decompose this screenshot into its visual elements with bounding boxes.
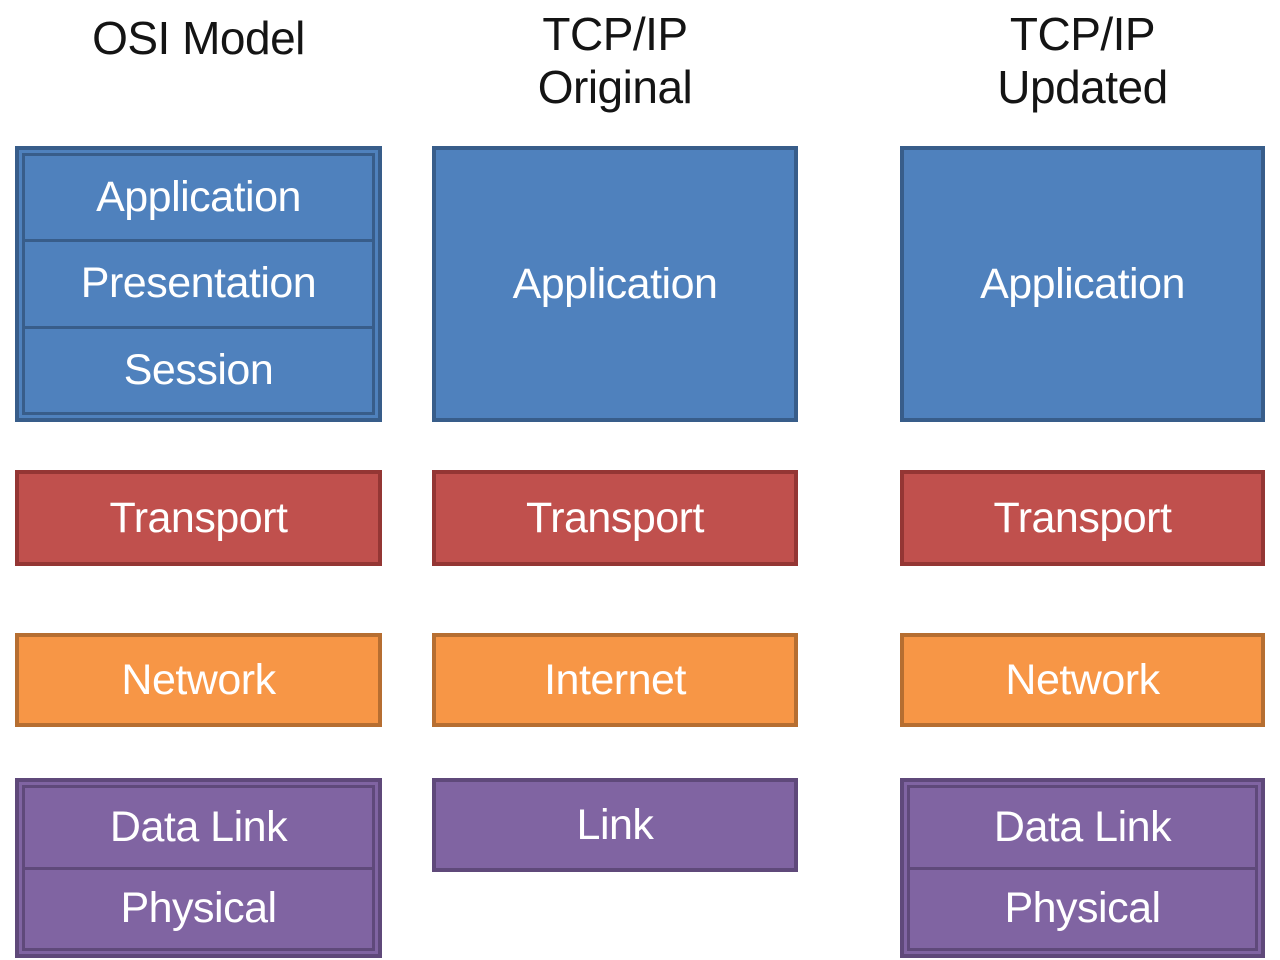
title-line: Original [537,61,693,113]
tcpip-upd-layer-network: Network [900,633,1265,727]
layer-data-link: Data Link [907,785,1258,870]
column-title-tcpip-original: TCP/IP Original [432,8,798,114]
layer-physical: Physical [22,866,375,951]
layer-session: Session [22,325,375,415]
osi-layer-transport: Transport [15,470,382,566]
tcpip-orig-layer-transport: Transport [432,470,798,566]
osi-layer-network: Network [15,633,382,727]
tcpip-orig-layer-application: Application [432,146,798,422]
column-title-osi-model: OSI Model [15,12,382,65]
tcpip-upd-lower-layers-group: Data Link Physical [900,778,1265,958]
tcpip-orig-layer-link: Link [432,778,798,872]
osi-upper-layers-group: Application Presentation Session [15,146,382,422]
layer-data-link: Data Link [22,785,375,870]
column-title-tcpip-updated: TCP/IP Updated [900,8,1265,114]
layer-application: Application [22,153,375,243]
osi-lower-layers-group: Data Link Physical [15,778,382,958]
tcpip-upd-layer-transport: Transport [900,470,1265,566]
tcpip-orig-layer-internet: Internet [432,633,798,727]
title-line: TCP/IP [1009,8,1156,60]
title-line: OSI Model [92,12,305,64]
layer-physical: Physical [907,866,1258,951]
layer-presentation: Presentation [22,239,375,329]
title-line: TCP/IP [542,8,688,60]
title-line: Updated [997,61,1168,113]
tcpip-upd-layer-application: Application [900,146,1265,422]
